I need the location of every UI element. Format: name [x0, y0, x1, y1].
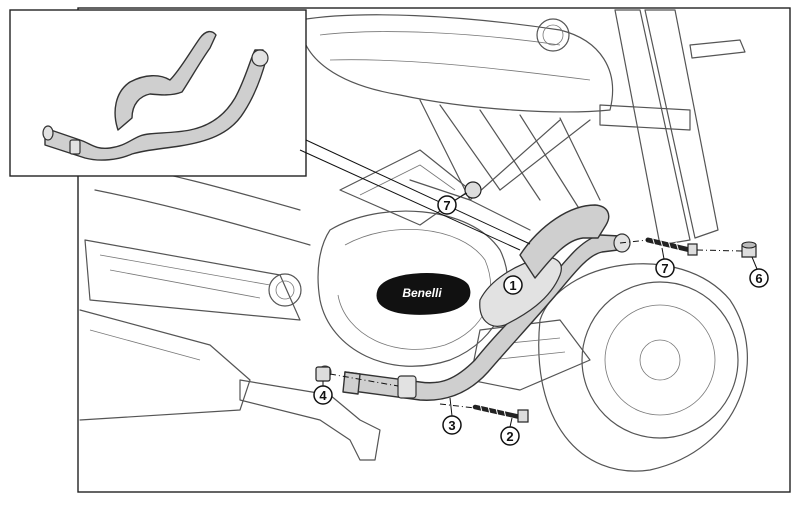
assembly-lines	[329, 239, 743, 409]
callout-7-lower-label: 7	[661, 261, 668, 276]
callout-3-label: 3	[448, 418, 455, 433]
callout-6: 6	[749, 256, 769, 288]
callout-4: 4	[313, 381, 333, 405]
callout-2: 2	[500, 417, 520, 446]
callout-7-upper: 7	[437, 192, 468, 215]
hardware	[315, 181, 757, 423]
callout-1: 1	[503, 275, 523, 295]
callout-7-upper-label: 7	[443, 198, 450, 213]
inset-leader-line	[305, 139, 531, 245]
callout-3: 3	[442, 397, 462, 435]
callout-1-label: 1	[509, 278, 516, 293]
callout-4-label: 4	[319, 388, 327, 403]
inset-detail	[9, 9, 531, 251]
callout-6-label: 6	[755, 271, 762, 286]
benelli-logo-plate	[376, 273, 471, 315]
callout-7-lower: 7	[655, 247, 675, 278]
benelli-logo-text: Benelli	[402, 286, 442, 300]
motorcycle-line-art: Benelli	[79, 9, 748, 472]
nut-7-upper	[464, 181, 482, 199]
spacer-4	[315, 366, 331, 382]
crash-bar-part	[342, 204, 631, 401]
callout-2-label: 2	[506, 429, 513, 444]
